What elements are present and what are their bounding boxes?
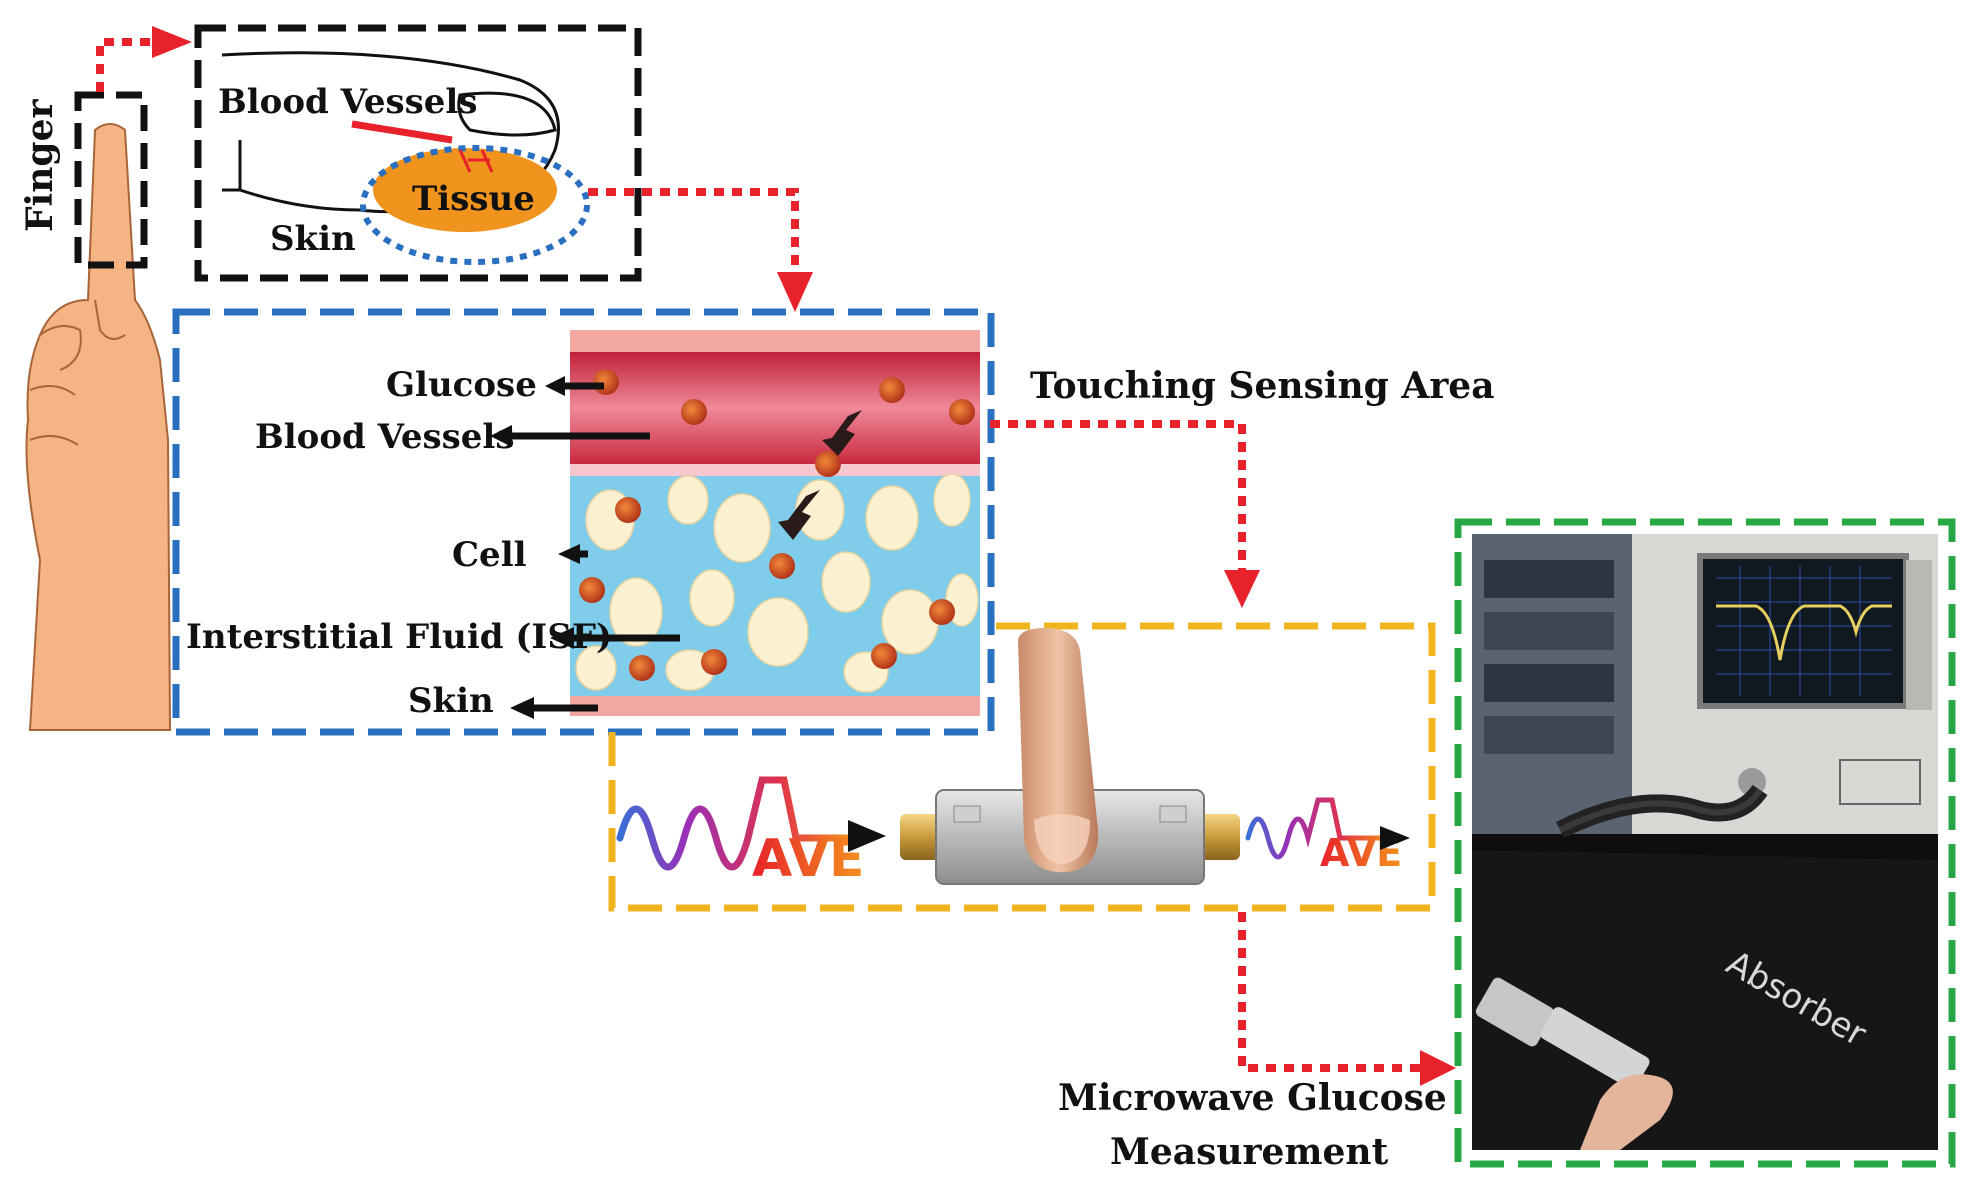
cell: [713, 493, 771, 563]
inset-blood-vessel-line: [351, 120, 453, 144]
inset-tissue-shape: [373, 148, 557, 232]
cell: [667, 475, 709, 525]
wave-in: AVE: [616, 776, 886, 889]
measurement-label-line1: Microwave Glucose: [1058, 1077, 1447, 1119]
isf-label: Interstitial Fluid (ISF): [186, 617, 612, 657]
skin-label: Skin: [408, 681, 494, 721]
inset-to-section-arrowhead: [777, 272, 813, 312]
cell-label: Cell: [452, 535, 527, 575]
glucose-molecule: [871, 643, 897, 669]
glucose-molecule: [815, 451, 841, 477]
sensor-to-measurement-arrow: [1238, 912, 1420, 1072]
glucose-molecule: [629, 655, 655, 681]
finger-label: Finger: [19, 99, 61, 232]
hand-illustration: [25, 123, 172, 731]
diffusion-arrows: [778, 410, 862, 540]
sensor-to-measurement-arrowhead: [1420, 1050, 1456, 1086]
cell: [821, 551, 871, 613]
inset-nail-outline: [457, 91, 557, 137]
cell: [575, 645, 617, 691]
inset-tissue-label: Tissue: [412, 179, 535, 219]
inset-box: [194, 24, 642, 282]
glucose-molecule: [929, 599, 955, 625]
section-to-sensor-arrowhead: [1224, 570, 1260, 608]
glucose-molecule: [681, 399, 707, 425]
glucose-molecules: [579, 369, 975, 681]
hand-in-photo: [1580, 1074, 1673, 1150]
glucose-label: Glucose: [386, 365, 537, 405]
cells-group: [575, 473, 979, 693]
cell: [747, 597, 809, 667]
microwave-sensor-device: [900, 628, 1240, 885]
fingertip-box: [74, 91, 148, 269]
cell: [865, 485, 919, 551]
finger-to-inset-arrow: [96, 38, 152, 92]
inset-to-section-arrow: [588, 188, 799, 270]
cell: [933, 473, 971, 527]
glucose-molecule: [593, 369, 619, 395]
touching-sensing-area-label: Touching Sensing Area: [1030, 365, 1495, 407]
glucose-molecule: [615, 497, 641, 523]
glucose-molecule: [879, 377, 905, 403]
analyzer-screen: [1697, 553, 1909, 709]
inset-sensing-ellipse: [360, 145, 590, 265]
finger-on-sensor: [1018, 628, 1099, 873]
section-to-sensor-arrow: [990, 420, 1246, 570]
finger-to-inset-arrowhead: [152, 26, 192, 58]
glucose-molecule: [701, 649, 727, 675]
glucose-molecule: [949, 399, 975, 425]
cell: [609, 577, 663, 647]
glucose-molecule: [769, 553, 795, 579]
wave-out: AVE: [1245, 797, 1410, 875]
measurement-photo-box: [1454, 518, 1956, 1168]
inset-skin-label: Skin: [270, 219, 356, 259]
measurement-photo: Absorber: [1472, 534, 1938, 1150]
cell: [881, 589, 939, 655]
inset-blood-vessels-label: Blood Vessels: [218, 82, 477, 122]
sensor-box: [608, 622, 1436, 912]
measurement-label-line2: Measurement: [1110, 1131, 1389, 1173]
glucose-molecule: [579, 577, 605, 603]
wave-in-label: AVE: [752, 829, 864, 889]
cell: [689, 569, 735, 627]
tissue-detail-box: [172, 308, 995, 736]
blood-vessels-label: Blood Vessels: [255, 417, 514, 457]
